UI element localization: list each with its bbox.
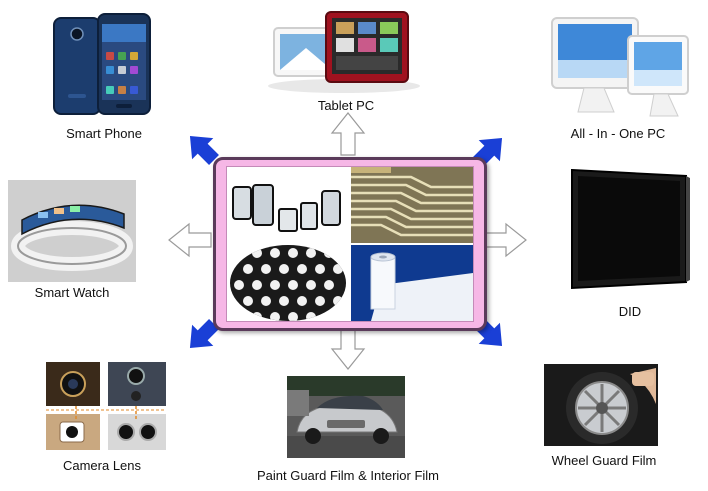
label-paint-guard: Paint Guard Film & Interior Film — [256, 468, 440, 483]
circuit-traces-icon — [351, 167, 473, 243]
arrow-right — [483, 223, 527, 257]
arrow-left — [168, 223, 212, 257]
label-smart-phone: Smart Phone — [66, 126, 142, 141]
all-in-one-pc-image — [544, 12, 692, 122]
film-roll-icon — [351, 245, 473, 321]
arrow-up — [331, 112, 365, 156]
label-wheel-guard: Wheel Guard Film — [551, 453, 657, 468]
smart-phone-image — [52, 12, 156, 118]
wheel-guard-image — [544, 364, 658, 446]
did-display-image — [568, 166, 692, 292]
label-tablet-pc: Tablet PC — [317, 98, 375, 113]
center-grid — [226, 166, 474, 322]
smart-watch-image — [8, 180, 136, 282]
paint-guard-image — [287, 376, 405, 458]
tablet-pc-image — [266, 8, 422, 94]
arrow-down — [331, 326, 365, 370]
label-camera-lens: Camera Lens — [62, 458, 142, 473]
label-smart-watch: Smart Watch — [34, 285, 110, 300]
touch-panels-icon — [227, 167, 349, 243]
center-panel — [213, 157, 487, 331]
camera-lens-image — [46, 362, 166, 450]
label-did: DID — [618, 304, 642, 319]
label-all-in-one-pc: All - In - One PC — [570, 126, 666, 141]
lens-array-icon — [227, 245, 349, 321]
